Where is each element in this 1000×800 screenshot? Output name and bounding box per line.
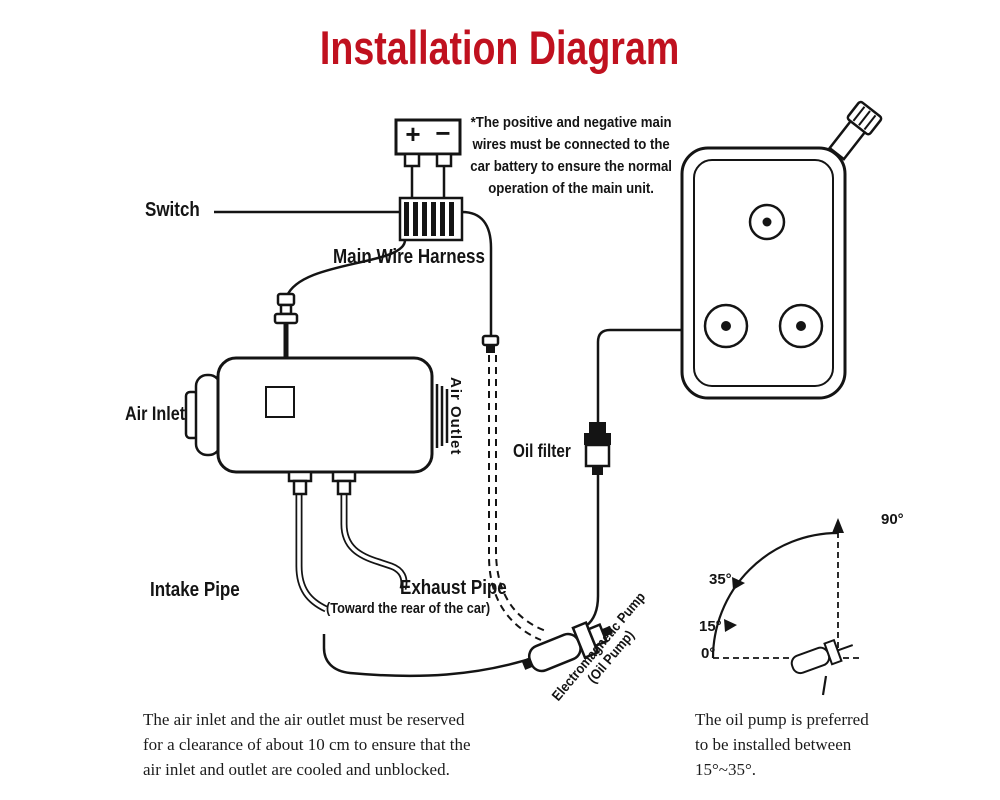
- intake-pipe-drawing: [295, 494, 328, 613]
- oil-pump-angle-note-line: to be installed between: [695, 735, 852, 754]
- main-wire-harness-label: Main Wire Harness: [333, 246, 485, 268]
- battery-note-line: car battery to ensure the normal: [470, 158, 672, 175]
- inline-connector: [481, 334, 500, 353]
- oil-filter-label: Oil filter: [513, 441, 571, 461]
- pump-control-cable: [488, 355, 547, 641]
- oil-pump-angle-note-line: The oil pump is preferred: [695, 710, 869, 729]
- page-title-row: Installation Diagram: [0, 20, 1000, 75]
- air-clearance-note: The air inlet and the air outlet must be…: [143, 707, 471, 782]
- main-wire-harness-connector: [398, 196, 464, 242]
- oil-filter-symbol: [584, 422, 611, 475]
- oil-pump-angle-note: The oil pump is preferred to be installe…: [695, 707, 869, 782]
- heater-wire-connector: [273, 292, 299, 360]
- heater-unit: [184, 356, 449, 474]
- exhaust-pipe-drawing: [340, 494, 408, 590]
- heater-mounts: [287, 470, 357, 496]
- battery-minus-sign: −: [435, 118, 451, 148]
- battery-note: *The positive and negative main wires mu…: [462, 112, 680, 200]
- air-clearance-note-line: air inlet and outlet are cooled and unbl…: [143, 760, 450, 779]
- fuel-lines: [322, 328, 682, 678]
- air-clearance-note-line: for a clearance of about 10 cm to ensure…: [143, 735, 471, 754]
- battery-note-line: wires must be connected to the: [472, 136, 670, 153]
- oil-pump-angle-note-line: 15°~35°.: [695, 760, 757, 779]
- angle-guide: [711, 518, 862, 696]
- angle-35-label: 35°: [709, 571, 732, 588]
- battery-plus-sign: +: [405, 119, 421, 149]
- battery-symbol: [394, 118, 462, 200]
- exhaust-pipe-label: Exhaust Pipe: [400, 577, 507, 599]
- battery-note-line: operation of the main unit.: [488, 180, 654, 197]
- arrow-90: [832, 518, 844, 533]
- angle-guide-pump-icon: [790, 638, 854, 675]
- air-clearance-note-line: The air inlet and the air outlet must be…: [143, 710, 465, 729]
- arrow-15: [724, 619, 737, 632]
- harness-right-wire: [461, 210, 493, 336]
- exhaust-pipe-sub-label: (Toward the rear of the car): [326, 600, 491, 617]
- page-title: Installation Diagram: [320, 21, 680, 74]
- angle-15-label: 15°: [699, 618, 722, 635]
- angle-0-label: 0°: [701, 645, 716, 662]
- air-outlet-label: Air Outlet: [447, 377, 464, 456]
- fuel-tank: [680, 100, 883, 400]
- angle-90-label: 90°: [881, 511, 904, 528]
- air-inlet-label: Air Inlet: [125, 404, 186, 425]
- intake-pipe-label: Intake Pipe: [150, 579, 240, 601]
- harness-to-heater-wire: [285, 239, 407, 297]
- arrow-35: [732, 577, 745, 590]
- battery-note-line: *The positive and negative main: [470, 114, 672, 131]
- electromagnetic-pump-symbol: [521, 621, 613, 673]
- switch-label: Switch: [145, 199, 200, 221]
